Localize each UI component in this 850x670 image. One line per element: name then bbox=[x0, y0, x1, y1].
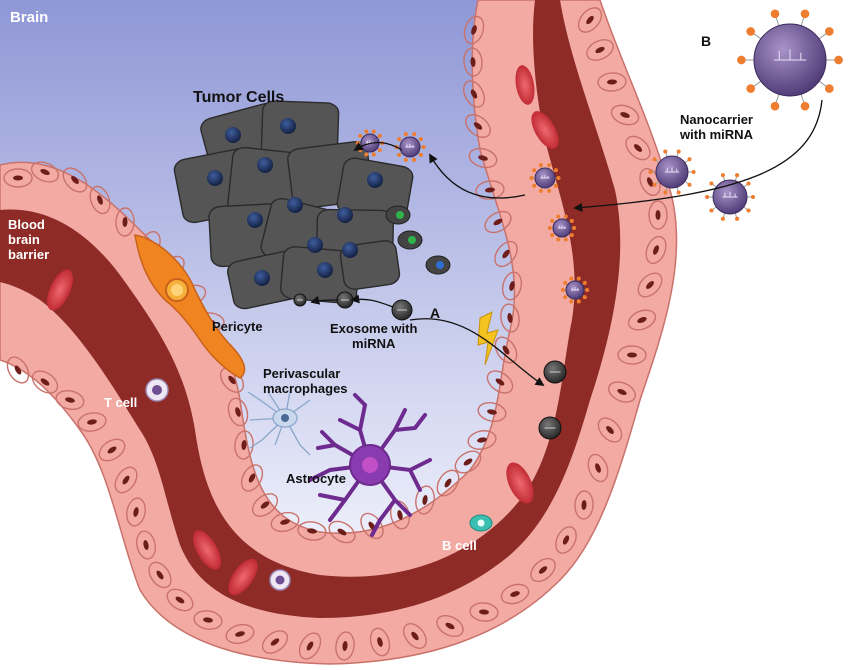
blood-brain-barrier-label: Blood brain barrier bbox=[8, 217, 50, 262]
astrocyte-label: Astrocyte bbox=[286, 471, 346, 486]
b-cell-label: B cell bbox=[442, 538, 477, 553]
marker-b-label: B bbox=[701, 33, 712, 49]
exosome-icons bbox=[293, 291, 567, 440]
t-cell-icon bbox=[145, 378, 169, 402]
red-blood-cell-icon bbox=[531, 111, 559, 149]
arrows bbox=[310, 99, 823, 387]
pericyte-label: Pericyte bbox=[212, 319, 263, 334]
nanocarrier-label: Nanocarrier with miRNA bbox=[680, 112, 753, 142]
b-cell-icon bbox=[469, 514, 493, 532]
arrow-icon bbox=[573, 99, 823, 212]
nanocarrier-icons bbox=[355, 9, 843, 304]
red-blood-cell-icon bbox=[228, 558, 258, 596]
red-blood-cell-icon bbox=[506, 462, 534, 504]
t-cell-label: T cell bbox=[104, 395, 138, 410]
red-blood-cell-icon bbox=[193, 530, 221, 570]
perivascular-macrophages-label: Perivascular macrophages bbox=[263, 366, 348, 396]
red-blood-cell-icon bbox=[47, 269, 73, 311]
red-blood-cell-icon bbox=[515, 65, 535, 105]
blood-lumen bbox=[0, 0, 621, 618]
lightning-bolt-icon bbox=[477, 311, 499, 366]
tumor-cells-label: Tumor Cells bbox=[193, 89, 285, 106]
arrow-icon bbox=[310, 295, 339, 305]
tumor-cells-icon bbox=[173, 100, 451, 310]
marker-a-label: A bbox=[430, 305, 441, 321]
pericyte-cell-icon bbox=[134, 234, 246, 379]
astrocyte-cell-icon bbox=[308, 393, 432, 537]
arrow-icon bbox=[353, 141, 403, 152]
arrow-icon bbox=[409, 318, 545, 387]
exosome-label: Exosome with miRNA bbox=[330, 321, 418, 351]
endothelial-cells bbox=[3, 7, 668, 661]
blood-cell-icon bbox=[269, 569, 291, 591]
red-blood-cells bbox=[47, 65, 559, 596]
arrow-icon bbox=[350, 294, 394, 308]
brain-label: Brain bbox=[10, 9, 49, 26]
arrow-icon bbox=[429, 153, 526, 199]
macrophage-cell-icon bbox=[247, 391, 311, 456]
